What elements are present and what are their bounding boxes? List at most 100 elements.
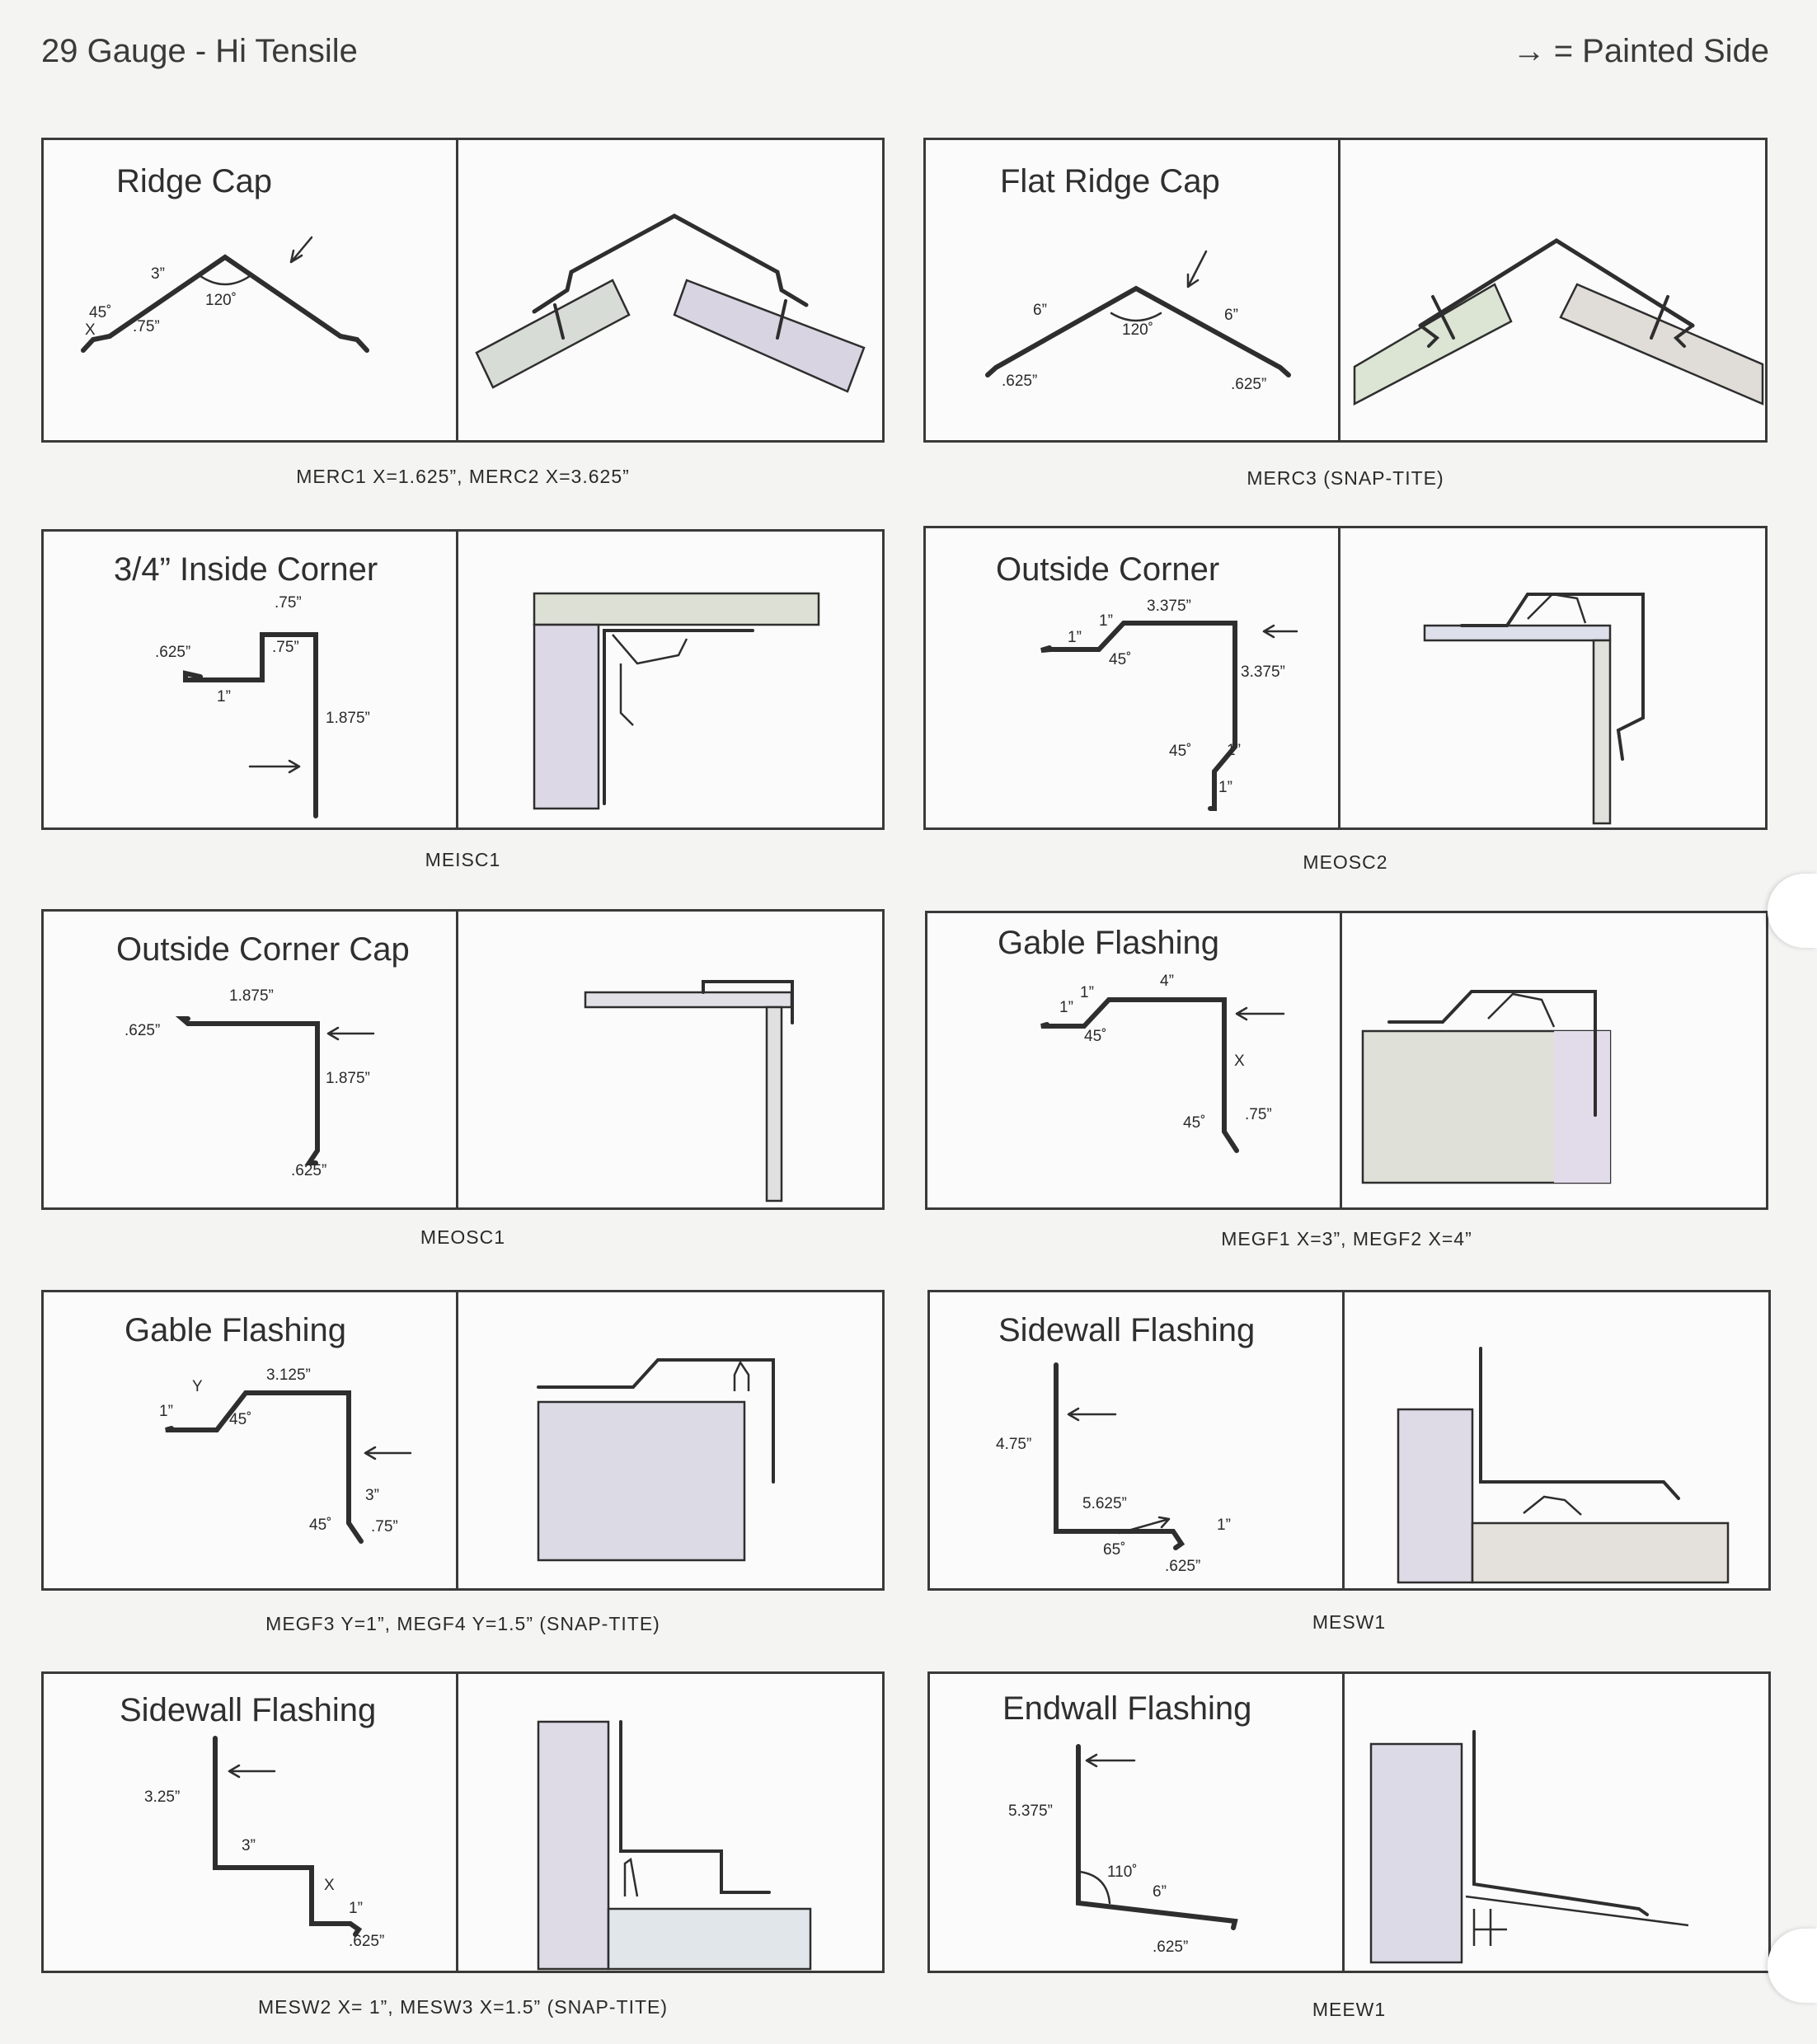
outside-corner-drawing: 3.375” 1” 1” 45˚ 3.375” 45˚ 1” 1”	[1040, 593, 1645, 825]
dim-label: 1”	[217, 688, 231, 706]
sidewall-flashing-a-drawing: 4.75” 5.625” 1” 65˚ .625”	[996, 1347, 1730, 1584]
painted-side-legend: → = Painted Side	[1513, 33, 1769, 70]
dim-label: 110˚	[1107, 1864, 1138, 1881]
dim-label: X	[324, 1877, 335, 1894]
panel-title: Outside Corner Cap	[116, 931, 410, 968]
dim-label: 120˚	[1122, 321, 1153, 339]
panel-sidewall-flashing-a: Sidewall Flashing 4.75” 5.625” 1” 65˚ .6…	[927, 1290, 1771, 1591]
dim-label: Y	[192, 1378, 203, 1395]
dim-label: .625”	[1231, 376, 1266, 393]
gable-flashing-b-drawing: 3.125” Y 1” 45˚ 3” 45˚ .75”	[159, 1358, 775, 1562]
page-title: 29 Gauge - Hi Tensile	[41, 33, 358, 69]
inside-corner-drawing: .75” .625” .75” 1” 1.875”	[155, 592, 820, 818]
dim-label: 3.25”	[144, 1788, 180, 1806]
panel-ridge-cap: Ridge Cap 3” 45˚ X .75” 120˚	[41, 138, 885, 443]
dim-label: 1.875”	[326, 1070, 370, 1087]
dim-label: 3.375”	[1147, 598, 1191, 615]
dim-label: .625”	[1153, 1939, 1188, 1956]
dim-label: 1.875”	[326, 710, 370, 727]
panel-caption: MERC1 X=1.625”, MERC2 X=3.625”	[296, 466, 630, 487]
panel-outside-corner-cap: Outside Corner Cap 1.875” .625” 1.875” .…	[41, 909, 885, 1210]
panel-caption: MEOSC2	[1303, 851, 1388, 873]
dim-label: 45˚	[1109, 651, 1131, 668]
dim-label: .625”	[124, 1022, 160, 1039]
dim-label: .625”	[1165, 1558, 1200, 1575]
dim-label: 6”	[1153, 1883, 1167, 1901]
dim-label: 3”	[242, 1837, 256, 1854]
dim-label: .625”	[349, 1933, 384, 1950]
panel-caption: MERC3 (SNAP-TITE)	[1247, 467, 1444, 489]
panel-caption: MEEW1	[1312, 1999, 1387, 2020]
dim-label: .75”	[1245, 1106, 1272, 1123]
dim-label: 1”	[1059, 999, 1073, 1016]
dim-label: 45˚	[309, 1517, 331, 1534]
dim-label: .625”	[1002, 373, 1037, 390]
panel-caption: MEOSC1	[420, 1226, 506, 1248]
dim-label: 1”	[349, 1900, 363, 1917]
flat-ridge-cap-drawing: 6” 120˚ 6” .625” .625”	[985, 238, 1764, 406]
dim-label: 45˚	[89, 304, 111, 321]
panel-title: Flat Ridge Cap	[1000, 163, 1220, 199]
panel-title: 3/4” Inside Corner	[114, 551, 378, 588]
dim-label: 1”	[1227, 742, 1241, 759]
panel-caption: MEGF1 X=3”, MEGF2 X=4”	[1221, 1228, 1472, 1249]
dim-label: X	[1234, 1052, 1245, 1070]
arrow-icon: →	[1512, 33, 1546, 69]
panel-gable-flashing-b: Gable Flashing 3.125” Y 1” 45˚ 3” 45˚ .7…	[41, 1290, 885, 1591]
dim-label: 1”	[1068, 629, 1082, 646]
dim-label: 45˚	[1169, 743, 1191, 760]
binder-hole	[1768, 1929, 1817, 2003]
panel-outside-corner: Outside Corner 3.375” 1” 1” 45˚ 3.375” 4…	[923, 526, 1768, 830]
painted-side-legend-text: = Painted Side	[1553, 33, 1769, 69]
binder-hole	[1768, 874, 1817, 948]
dim-label: 45˚	[1084, 1028, 1106, 1045]
panel-flat-ridge-cap: Flat Ridge Cap 6” 120˚ 6” .625” .625”	[923, 138, 1768, 443]
panel-caption: MEGF3 Y=1”, MEGF4 Y=1.5” (SNAP-TITE)	[265, 1613, 660, 1634]
sidewall-flashing-b-drawing: 3.25” 3” X 1” .625”	[144, 1720, 812, 1971]
panel-title: Ridge Cap	[116, 163, 273, 199]
dim-label: 6”	[1033, 302, 1047, 319]
dim-label: 6”	[1224, 307, 1238, 324]
dim-label: 65˚	[1103, 1541, 1125, 1559]
dim-label: 4.75”	[996, 1436, 1031, 1453]
dim-label: .625”	[291, 1162, 326, 1179]
dim-label: 3”	[365, 1487, 379, 1504]
panel-caption: MEISC1	[425, 849, 501, 870]
panel-inside-corner: 3/4” Inside Corner .75” .625” .75” 1” 1.…	[41, 529, 885, 830]
endwall-flashing-drawing: 5.375” 110˚ 6” .625”	[1008, 1730, 1689, 1964]
dim-label: 120˚	[205, 292, 237, 309]
outside-corner-cap-drawing: 1.875” .625” 1.875” .625”	[124, 980, 794, 1202]
panel-endwall-flashing: Endwall Flashing 5.375” 110˚ 6” .625”	[927, 1671, 1771, 1973]
dim-label: 5.625”	[1082, 1495, 1127, 1512]
panel-title: Sidewall Flashing	[998, 1312, 1256, 1348]
dim-label: .75”	[371, 1518, 398, 1535]
dim-label: 3.375”	[1241, 663, 1285, 681]
dim-label: .625”	[155, 644, 190, 661]
panel-caption: MESW2 X= 1”, MESW3 X=1.5” (SNAP-TITE)	[257, 1996, 669, 2018]
dim-label: 1”	[1080, 984, 1094, 1001]
panel-title: Sidewall Flashing	[120, 1692, 377, 1728]
panel-sidewall-flashing-b: Sidewall Flashing 3.25” 3” X 1” .625”	[41, 1671, 885, 1973]
dim-label: .75”	[275, 594, 302, 612]
dim-label: 1”	[159, 1403, 173, 1420]
dim-label: .75”	[272, 639, 299, 656]
panel-title: Endwall Flashing	[1002, 1690, 1252, 1727]
dim-label: 3”	[151, 265, 165, 283]
ridge-cap-drawing: 3” 45˚ X .75” 120˚	[81, 213, 866, 393]
dim-label: .75”	[133, 318, 160, 335]
dim-label: 45˚	[229, 1411, 251, 1428]
panel-gable-flashing-a: Gable Flashing 4” 1” 1” 45˚ X 45˚ .75”	[925, 911, 1768, 1210]
dim-label: 5.375”	[1008, 1803, 1053, 1820]
dim-label: 1”	[1099, 612, 1113, 630]
dim-label: X	[85, 321, 96, 339]
panel-title: Gable Flashing	[998, 925, 1220, 961]
dim-label: 1”	[1217, 1517, 1231, 1534]
dim-label: 1”	[1218, 779, 1232, 796]
dim-label: 45˚	[1183, 1114, 1205, 1132]
gable-flashing-a-drawing: 4” 1” 1” 45˚ X 45˚ .75”	[1040, 973, 1612, 1184]
dim-label: 4”	[1160, 973, 1174, 990]
dim-label: 1.875”	[229, 987, 274, 1005]
panel-title: Outside Corner	[996, 551, 1220, 588]
panel-caption: MESW1	[1312, 1611, 1387, 1633]
panel-title: Gable Flashing	[124, 1312, 347, 1348]
